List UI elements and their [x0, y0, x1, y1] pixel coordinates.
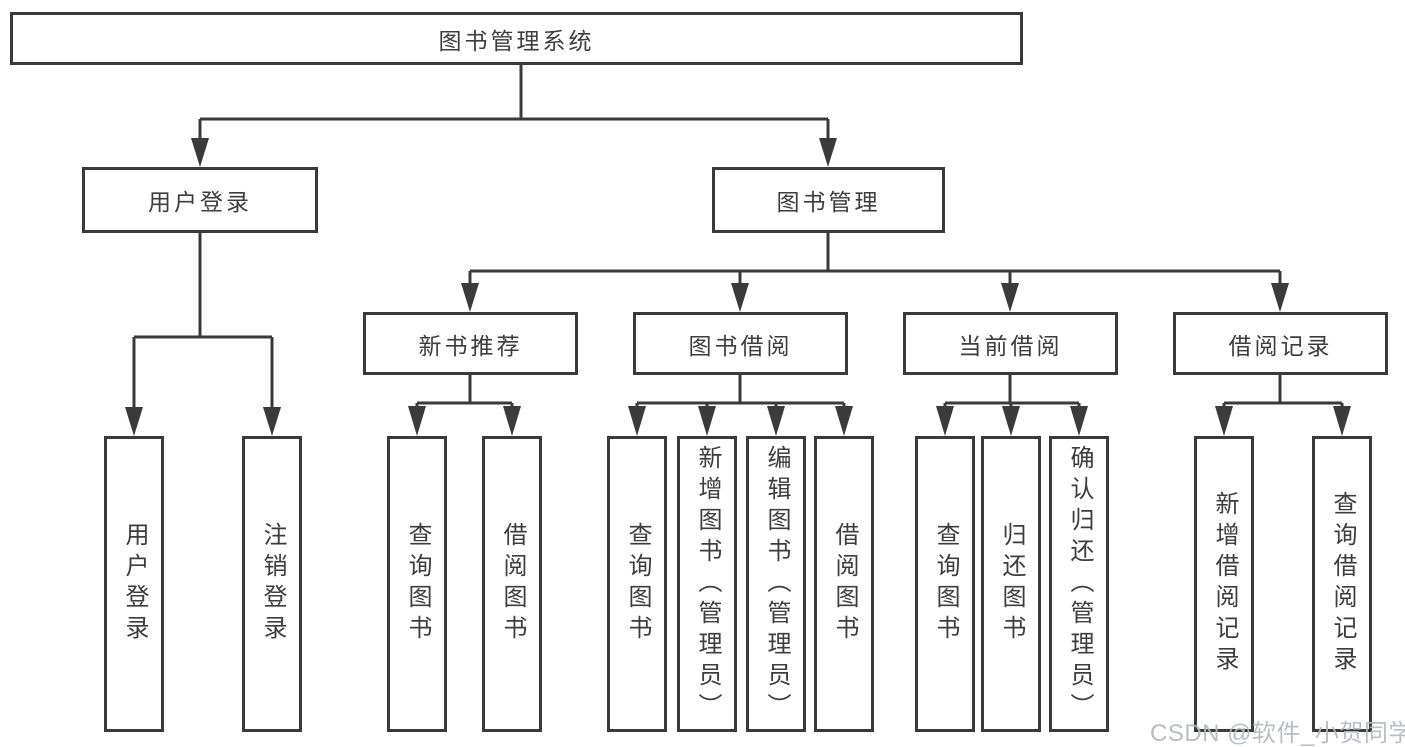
node-new-book-recommend: 新书推荐 [363, 312, 578, 375]
node-borrowing-edit-book-admin-label: 编辑图书（管理员） [763, 444, 790, 724]
node-current-borrowing: 当前借阅 [903, 312, 1118, 375]
node-borrowing-records-label: 借阅记录 [1228, 332, 1333, 359]
node-logout-action-label: 注销登录 [259, 522, 286, 646]
node-new-book-recommend-label: 新书推荐 [418, 332, 523, 359]
node-book-management: 图书管理 [712, 167, 945, 233]
node-current-return-book-label: 归还图书 [998, 522, 1025, 646]
csdn-watermark: CSDN @软件_小贺同学 [1150, 720, 1405, 747]
node-records-add-record-label: 新增借阅记录 [1211, 491, 1238, 677]
node-current-borrowing-label: 当前借阅 [958, 332, 1063, 359]
node-recommend-borrow-book-label: 借阅图书 [499, 522, 526, 646]
node-book-borrowing-label: 图书借阅 [688, 332, 793, 359]
node-user-login: 用户登录 [82, 167, 318, 233]
node-borrowing-borrow-book-label: 借阅图书 [831, 522, 858, 646]
node-current-confirm-return-admin: 确认归还（管理员） [1049, 436, 1109, 732]
node-library-system: 图书管理系统 [10, 12, 1023, 65]
node-library-system-label: 图书管理系统 [438, 27, 595, 54]
node-current-query-book-label: 查询图书 [932, 522, 959, 646]
node-borrowing-edit-book-admin: 编辑图书（管理员） [746, 436, 806, 732]
node-borrowing-borrow-book: 借阅图书 [814, 436, 874, 732]
node-logout-action: 注销登录 [242, 436, 302, 732]
node-recommend-borrow-book: 借阅图书 [482, 436, 542, 732]
node-recommend-query-book-label: 查询图书 [404, 522, 431, 646]
node-borrowing-add-book-admin: 新增图书（管理员） [677, 436, 737, 732]
node-records-add-record: 新增借阅记录 [1194, 436, 1254, 732]
node-borrowing-add-book-admin-label: 新增图书（管理员） [694, 444, 721, 724]
node-user-login-action-label: 用户登录 [121, 522, 148, 646]
node-records-query-record-label: 查询借阅记录 [1329, 491, 1356, 677]
node-recommend-query-book: 查询图书 [387, 436, 447, 732]
node-user-login-label: 用户登录 [148, 189, 252, 215]
node-book-management-label: 图书管理 [776, 189, 881, 215]
node-current-return-book: 归还图书 [981, 436, 1041, 732]
node-borrowing-query-book-label: 查询图书 [624, 522, 651, 646]
node-book-borrowing: 图书借阅 [633, 312, 848, 375]
node-current-query-book: 查询图书 [915, 436, 975, 732]
node-borrowing-query-book: 查询图书 [607, 436, 667, 732]
node-records-query-record: 查询借阅记录 [1312, 436, 1372, 732]
node-user-login-action: 用户登录 [104, 436, 164, 732]
node-borrowing-records: 借阅记录 [1173, 312, 1388, 375]
node-current-confirm-return-admin-label: 确认归还（管理员） [1066, 444, 1093, 724]
